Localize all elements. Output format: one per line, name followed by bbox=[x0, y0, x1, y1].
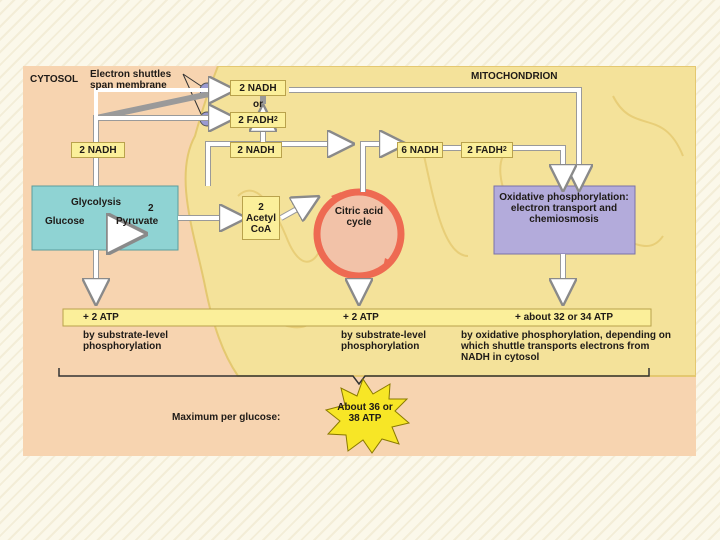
respiration-figure: CYTOSOL Electron shuttles span membrane … bbox=[23, 66, 696, 456]
glycolysis-label: Glycolysis bbox=[71, 197, 122, 208]
total-bracket bbox=[58, 368, 650, 386]
atp-bar bbox=[62, 308, 652, 327]
atp-oxidative: + about 32 or 34 ATP bbox=[515, 312, 614, 323]
nadh-six-box: 6 NADH bbox=[397, 142, 443, 158]
citric-acid-cycle-label: Citric acid cycle bbox=[334, 206, 384, 228]
note-substrate-1: by substrate-level phosphorylation bbox=[83, 330, 169, 352]
two-label: 2 bbox=[148, 203, 154, 214]
oxidative-box bbox=[493, 185, 636, 255]
diagram-graphics bbox=[31, 66, 696, 454]
or-label: or bbox=[253, 99, 263, 110]
atp-substrate-citric: + 2 ATP bbox=[343, 312, 379, 323]
nadh-mid-box: 2 NADH bbox=[230, 142, 282, 158]
pyruvate-label: Pyruvate bbox=[116, 216, 159, 227]
starburst bbox=[324, 377, 411, 454]
note-substrate-2: by substrate-level phosphorylation bbox=[341, 330, 427, 352]
shuttles-label: Electron shuttles span membrane bbox=[90, 69, 172, 91]
fadh-right-subscript: 2 bbox=[502, 146, 507, 154]
maximum-per-glucose-label: Maximum per glucose: bbox=[172, 412, 281, 423]
mitochondrion-label: MITOCHONDRION bbox=[471, 71, 558, 82]
nadh-top-box: 2 NADH bbox=[230, 80, 286, 96]
starburst-label: About 36 or 38 ATP bbox=[337, 402, 393, 424]
glucose-label: Glucose bbox=[45, 216, 85, 227]
glycolysis-box bbox=[31, 185, 179, 251]
acetyl-coa-box: 2 Acetyl CoA bbox=[242, 196, 280, 240]
fadh-top-subscript: 2 bbox=[273, 116, 278, 124]
cytosol-label: CYTOSOL bbox=[30, 74, 79, 85]
atp-substrate-glycolysis: + 2 ATP bbox=[83, 312, 119, 323]
nadh-left-box: 2 NADH bbox=[71, 142, 125, 158]
oxidative-phosphorylation-label: Oxidative phosphorylation: electron tran… bbox=[499, 192, 629, 225]
note-oxidative: by oxidative phosphorylation, depending … bbox=[461, 330, 672, 363]
citric-cycle-ring bbox=[313, 188, 405, 280]
